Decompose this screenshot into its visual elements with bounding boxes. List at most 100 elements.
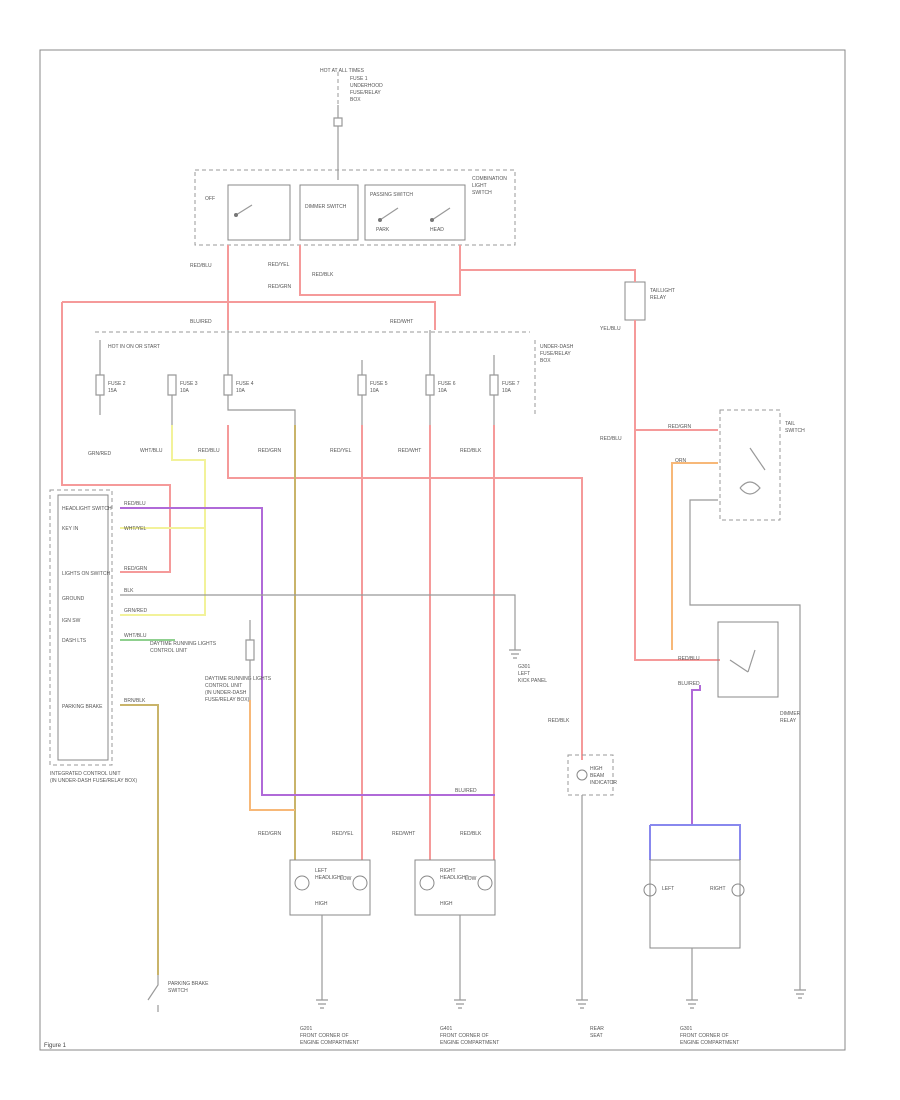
fuse-5-name: FUSE 5 <box>370 381 388 387</box>
wire-red-to-dimmer-relay <box>634 320 720 661</box>
fuse-2-name: FUSE 2 <box>108 381 126 387</box>
wire-label-10: RED/BLU <box>198 448 220 454</box>
left-headlight-high: HIGH <box>315 901 328 907</box>
drl-connector: DAYTIME RUNNING LIGHTS CONTROL UNIT (IN … <box>205 620 295 811</box>
right-indicator-lamp <box>731 883 745 897</box>
high-beam-label-2: BEAM <box>590 773 604 779</box>
wire-label-12: RED/YEL <box>330 448 352 454</box>
indicator-lamps-box <box>649 859 741 949</box>
dimmer-switch-block <box>299 184 359 241</box>
switch-contacts <box>235 204 451 221</box>
fuse-2: FUSE 2 15A <box>95 340 126 415</box>
right-headlight-box <box>414 859 496 916</box>
high-beam-lamp <box>576 769 588 781</box>
wire-parking-brake <box>120 704 159 975</box>
wire-label-6: RED/WHT <box>390 319 413 325</box>
ground-g301: G301 LEFT KICK PANEL <box>509 649 547 684</box>
passing-switch-block <box>364 184 466 241</box>
fuse-3-rating: 10A <box>180 388 190 394</box>
wire-label-26: BLU/RED <box>455 788 477 794</box>
taillight-relay-label-1: TAILLIGHT <box>650 288 675 294</box>
right-headlight-label-1: RIGHT <box>440 868 456 874</box>
right-headlight-low: LOW <box>465 876 477 882</box>
indicator-ground <box>686 948 698 1009</box>
right-headlight-low-filament <box>477 875 493 891</box>
wire-red-top-bus <box>62 301 436 330</box>
tail-switch-coil <box>739 481 761 495</box>
left-headlight-label-1: LEFT <box>315 868 327 874</box>
switch-pivot-2 <box>378 218 382 222</box>
power-source-label-4: FUSE/RELAY <box>350 90 381 96</box>
indicator-lamps: LEFT RIGHT <box>643 859 745 1009</box>
ground-note-4a: REAR <box>590 1026 604 1032</box>
control-unit-pin-4: GROUND <box>62 596 85 602</box>
wire-purple-dimmer <box>120 507 495 796</box>
taillight-relay-box <box>624 281 646 321</box>
right-headlight-label-2: HEADLIGHT <box>440 875 469 881</box>
drl-note-4: FUSE/RELAY BOX) <box>205 697 250 703</box>
control-unit-pin-1: HEADLIGHT SWITCH <box>62 506 112 512</box>
fuse-4: FUSE 4 10A <box>223 330 296 425</box>
wire-label-16: WHT/YEL <box>124 526 146 532</box>
wire-purple-to-indicators <box>691 685 701 825</box>
left-headlight-ground <box>316 915 328 1009</box>
combination-switch-label-2: LIGHT <box>472 183 487 189</box>
parking-brake-label-1: PARKING BRAKE <box>168 981 209 987</box>
power-source: HOT AT ALL TIMES FUSE 1 UNDERHOOD FUSE/R… <box>320 68 383 180</box>
right-headlight-high: HIGH <box>440 901 453 907</box>
dimmer-note-2: CONTROL UNIT <box>150 648 187 654</box>
left-indicator-lamp <box>643 883 657 897</box>
left-headlight-label-2: HEADLIGHT <box>315 875 344 881</box>
combination-switch-label-3: SWITCH <box>472 190 492 196</box>
wire-to-taillight-relay <box>460 269 636 282</box>
parking-brake-switch: PARKING BRAKE SWITCH <box>147 975 209 1012</box>
control-unit-box <box>57 494 109 761</box>
combination-switch-box <box>194 169 516 246</box>
wire-label-28: RED/BLU <box>600 436 622 442</box>
tail-switch-contact <box>749 447 766 471</box>
control-unit-pin-5: IGN SW <box>62 618 81 624</box>
fuse-6-name: FUSE 6 <box>438 381 456 387</box>
ground-note-2b: FRONT CORNER OF <box>300 1033 349 1039</box>
left-headlight-box <box>289 859 371 916</box>
right-headlight-ground <box>454 915 466 1009</box>
wire-ground-bus <box>120 594 516 650</box>
ground-note-4b: SEAT <box>590 1033 603 1039</box>
drl-orange-wire <box>249 700 295 811</box>
wire-tail-to-relay <box>689 499 801 640</box>
hot-feed-label: HOT IN ON OR START <box>108 344 160 350</box>
wire-switch-loop <box>299 245 461 296</box>
drl-connector-symbol <box>245 620 255 700</box>
switch-pivot-1 <box>234 213 238 217</box>
wire-label-9: WHT/BLU <box>140 448 163 454</box>
main-fuse <box>333 105 343 180</box>
fuse-6-symbol <box>425 330 435 425</box>
wire-label-8: GRN/RED <box>88 451 111 457</box>
control-unit-title-1: INTEGRATED CONTROL UNIT <box>50 771 121 777</box>
dimmer-switch-label: DIMMER SWITCH <box>305 204 347 210</box>
left-headlight-low-filament <box>352 875 368 891</box>
fuse-box-label-2: FUSE/RELAY <box>540 351 571 357</box>
wire-label-7: YEL/BLU <box>600 326 621 332</box>
ground-note-1a: LEFT <box>518 671 530 677</box>
ground-note-5c: ENGINE COMPARTMENT <box>680 1040 739 1046</box>
parking-brake-label-2: SWITCH <box>168 988 188 994</box>
wire-label-32: BLU/RED <box>678 681 700 687</box>
wire-label-4: RED/BLK <box>312 272 334 278</box>
left-indicator-label: LEFT <box>662 886 674 892</box>
ground-label-1: G301 <box>518 664 530 670</box>
power-source-label-3: UNDERHOOD <box>350 83 383 89</box>
fuse-2-symbol <box>95 340 105 415</box>
drl-note-3: (IN UNDER-DASH <box>205 690 247 696</box>
combination-switch-section <box>227 184 291 241</box>
switch-position-park: PARK <box>376 227 390 233</box>
tail-switch: TAIL SWITCH <box>719 409 805 521</box>
tail-switch-label-1: TAIL <box>785 421 795 427</box>
control-unit-pin-6: DASH LTS <box>62 638 87 644</box>
wire-label-17: RED/GRN <box>124 566 147 572</box>
wire-red-to-high-beam <box>227 425 583 760</box>
high-beam-indicator-box <box>567 754 614 796</box>
passing-switch-label: PASSING SWITCH <box>370 192 413 198</box>
ground-note-3a: G401 <box>440 1026 452 1032</box>
